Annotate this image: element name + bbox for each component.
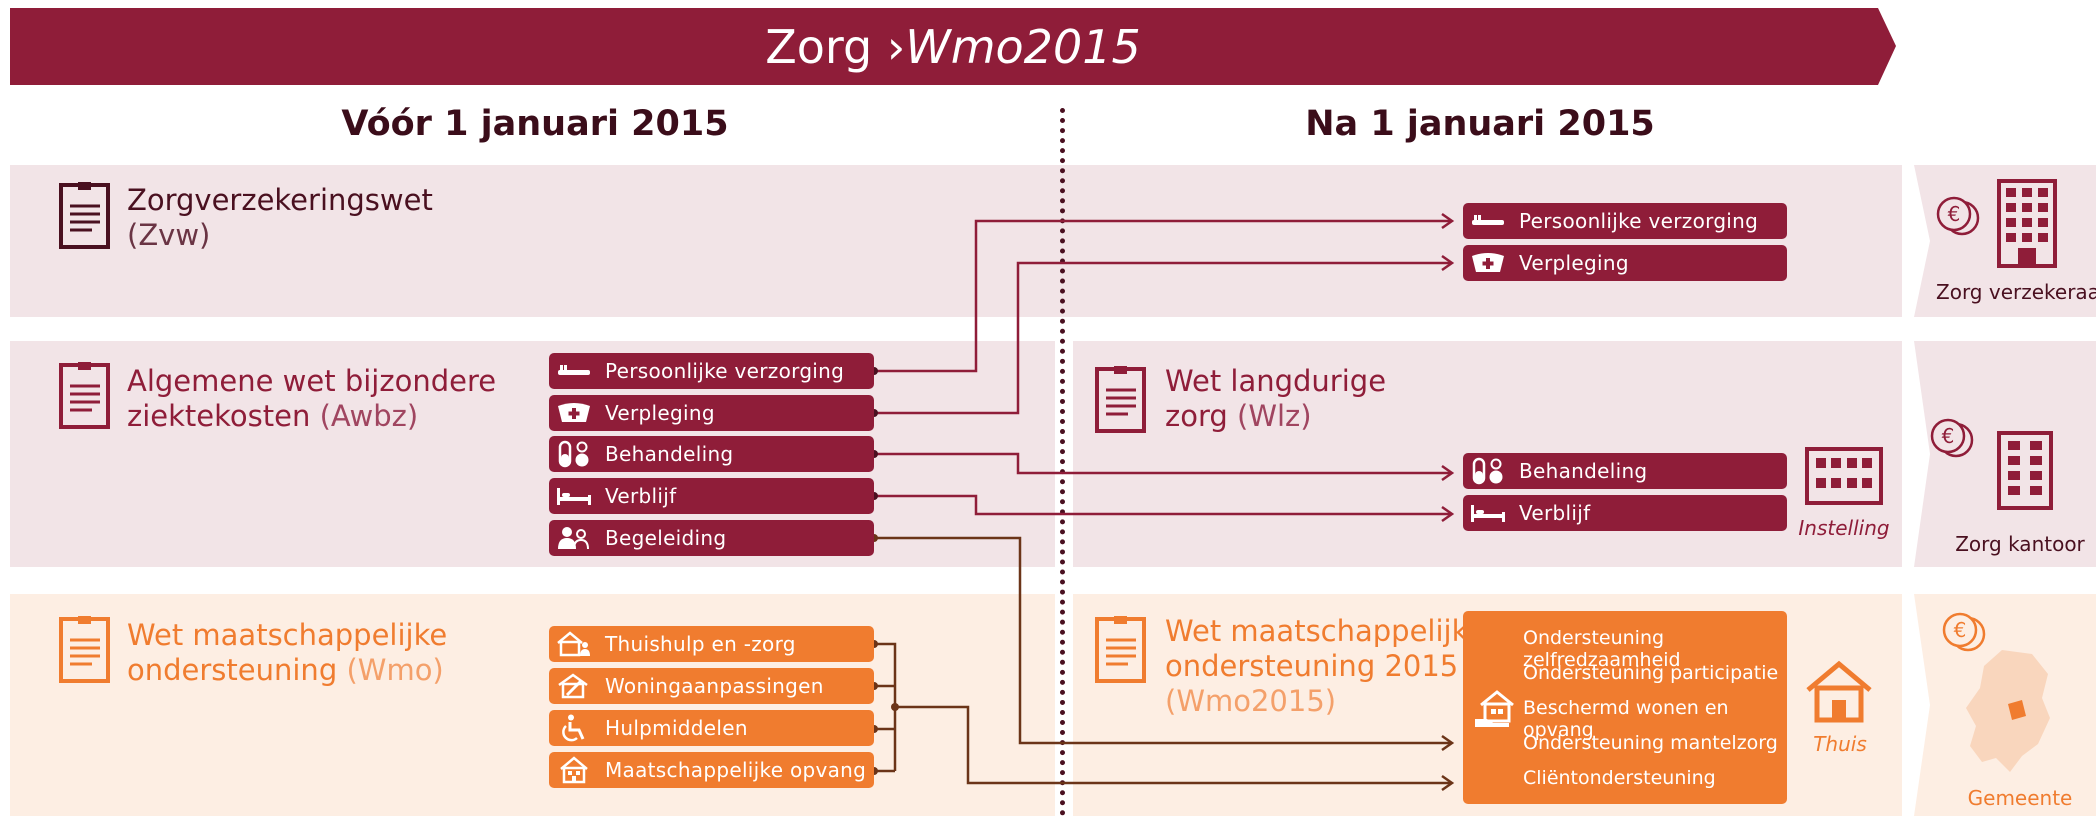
- office-building-icon: [1997, 431, 2053, 510]
- wmo2015-services-box: Ondersteuning zelfredzaamheid Ondersteun…: [1463, 611, 1787, 804]
- law-awbz-abbr: (Awbz): [319, 399, 419, 433]
- nurse-cap-icon: [1469, 250, 1507, 276]
- law-wmo-abbr: (Wmo): [346, 653, 444, 687]
- awbz-item-begeleiding: Begeleiding: [549, 520, 874, 556]
- wmo-item-maatschappelijke-opvang: Maatschappelijke opvang: [549, 752, 874, 788]
- document-icon: [59, 362, 110, 429]
- funder-wlz-panel: [1914, 341, 2096, 567]
- document-icon: [1095, 366, 1146, 433]
- people-icon: [555, 525, 593, 551]
- toothbrush-icon: [555, 358, 593, 384]
- banner-subtitle: Wmo2015: [905, 19, 1141, 74]
- banner-title: Zorg ›: [765, 19, 906, 74]
- law-wlz-line2: zorg: [1165, 399, 1228, 433]
- law-zvw-abbr: (Zvw): [127, 218, 211, 252]
- euro-coins-icon: €: [1930, 418, 1974, 458]
- pill-label: Persoonlijke verzorging: [605, 359, 845, 383]
- law-title-wmo2015: Wet maatschappelijke ondersteuning 2015 …: [1165, 614, 1485, 719]
- zvw-new-persoonlijke-verzorging: Persoonlijke verzorging: [1463, 203, 1787, 239]
- svg-text:€: €: [1954, 618, 1967, 642]
- zvw-new-verpleging: Verpleging: [1463, 245, 1787, 281]
- euro-coins-icon: €: [1936, 196, 1980, 236]
- awbz-item-verpleging: Verpleging: [549, 395, 874, 431]
- office-building-icon: [1997, 179, 2057, 268]
- pill-label: Verblijf: [605, 484, 677, 508]
- place-label-instelling: Instelling: [1798, 516, 1890, 540]
- law-wmo-line2: ondersteuning: [127, 653, 338, 687]
- pill-label: Verpleging: [605, 401, 715, 425]
- nurse-cap-icon: [555, 400, 593, 426]
- wlz-new-verblijf: Verblijf: [1463, 495, 1787, 531]
- institution-building-icon: [1805, 447, 1883, 505]
- shelter-icon: [555, 756, 593, 784]
- law-zvw-name: Zorgverzekeringswet: [127, 183, 433, 217]
- title-banner: Zorg › Wmo2015: [10, 8, 1896, 85]
- pill-label: Hulpmiddelen: [605, 716, 748, 740]
- wmo2015-item: Cliëntondersteuning: [1523, 767, 1716, 789]
- column-header-before: Vóór 1 januari 2015: [341, 104, 729, 144]
- law-title-wlz: Wet langdurige zorg (Wlz): [1165, 364, 1386, 434]
- pill-label: Begeleiding: [605, 526, 727, 550]
- house-icon: [1806, 660, 1872, 723]
- pill-label: Behandeling: [1519, 459, 1648, 483]
- funder-label-wlz: Zorg kantoor: [1955, 532, 2085, 556]
- bed-icon: [555, 483, 593, 509]
- pill-label: Maatschappelijke opvang: [605, 758, 867, 782]
- home-help-icon: [555, 631, 593, 657]
- home-hand-icon: [1475, 690, 1514, 727]
- awbz-item-verblijf: Verblijf: [549, 478, 874, 514]
- funder-label-wmo: Gemeente: [1967, 786, 2073, 810]
- funder-label-zvw: Zorg verzekeraar: [1936, 280, 2096, 304]
- pills-icon: [1469, 457, 1507, 485]
- euro-coins-icon: €: [1942, 612, 1986, 652]
- svg-text:€: €: [1948, 202, 1961, 226]
- pill-label: Behandeling: [605, 442, 734, 466]
- law-title-awbz: Algemene wet bijzondere ziektekosten (Aw…: [127, 364, 496, 434]
- funder-zvw-panel: [1914, 165, 2096, 317]
- pill-label: Persoonlijke verzorging: [1519, 209, 1759, 233]
- netherlands-map-icon: [1966, 650, 2050, 772]
- law-title-wmo: Wet maatschappelijke ondersteuning (Wmo): [127, 618, 447, 688]
- bed-icon: [1469, 500, 1507, 526]
- pill-label: Verblijf: [1519, 501, 1591, 525]
- law-wlz-abbr: (Wlz): [1237, 399, 1312, 433]
- law-wmo2015-line1: Wet maatschappelijke: [1165, 614, 1486, 648]
- pill-label: Verpleging: [1519, 251, 1629, 275]
- wmo2015-item: Ondersteuning mantelzorg: [1523, 732, 1778, 754]
- svg-text:€: €: [1942, 424, 1955, 448]
- document-icon: [59, 182, 110, 249]
- awbz-item-behandeling: Behandeling: [549, 436, 874, 472]
- law-awbz-line2: ziektekosten: [127, 399, 311, 433]
- pill-label: Woningaanpassingen: [605, 674, 824, 698]
- wmo2015-item: Ondersteuning zelfredzaamheid: [1523, 627, 1681, 671]
- wmo-item-woningaanpassingen: Woningaanpassingen: [549, 668, 874, 704]
- document-icon: [1095, 616, 1146, 683]
- wmo2015-item: Ondersteuning participatie: [1523, 662, 1779, 684]
- toothbrush-icon: [1469, 208, 1507, 234]
- law-title-zvw: Zorgverzekeringswet (Zvw): [127, 183, 433, 253]
- awbz-item-persoonlijke-verzorging: Persoonlijke verzorging: [549, 353, 874, 389]
- pills-icon: [555, 440, 593, 468]
- period-divider: [1060, 108, 1065, 816]
- law-wlz-line1: Wet langdurige: [1165, 364, 1387, 398]
- wheelchair-icon: [555, 714, 593, 742]
- pill-label: Thuishulp en -zorg: [605, 632, 796, 656]
- place-label-thuis: Thuis: [1813, 732, 1867, 756]
- wlz-new-behandeling: Behandeling: [1463, 453, 1787, 489]
- document-icon: [59, 616, 110, 683]
- law-wmo2015-abbr: (Wmo2015): [1165, 684, 1337, 718]
- home-tools-icon: [555, 673, 593, 699]
- law-awbz-line1: Algemene wet bijzondere: [127, 364, 497, 398]
- wmo2015-item: Beschermd wonen en opvang: [1523, 697, 1729, 741]
- column-header-after: Na 1 januari 2015: [1305, 104, 1655, 144]
- wmo-item-thuishulp: Thuishulp en -zorg: [549, 626, 874, 662]
- wmo-item-hulpmiddelen: Hulpmiddelen: [549, 710, 874, 746]
- law-wmo2015-line2: ondersteuning 2015: [1165, 649, 1459, 683]
- law-wmo-line1: Wet maatschappelijke: [127, 618, 448, 652]
